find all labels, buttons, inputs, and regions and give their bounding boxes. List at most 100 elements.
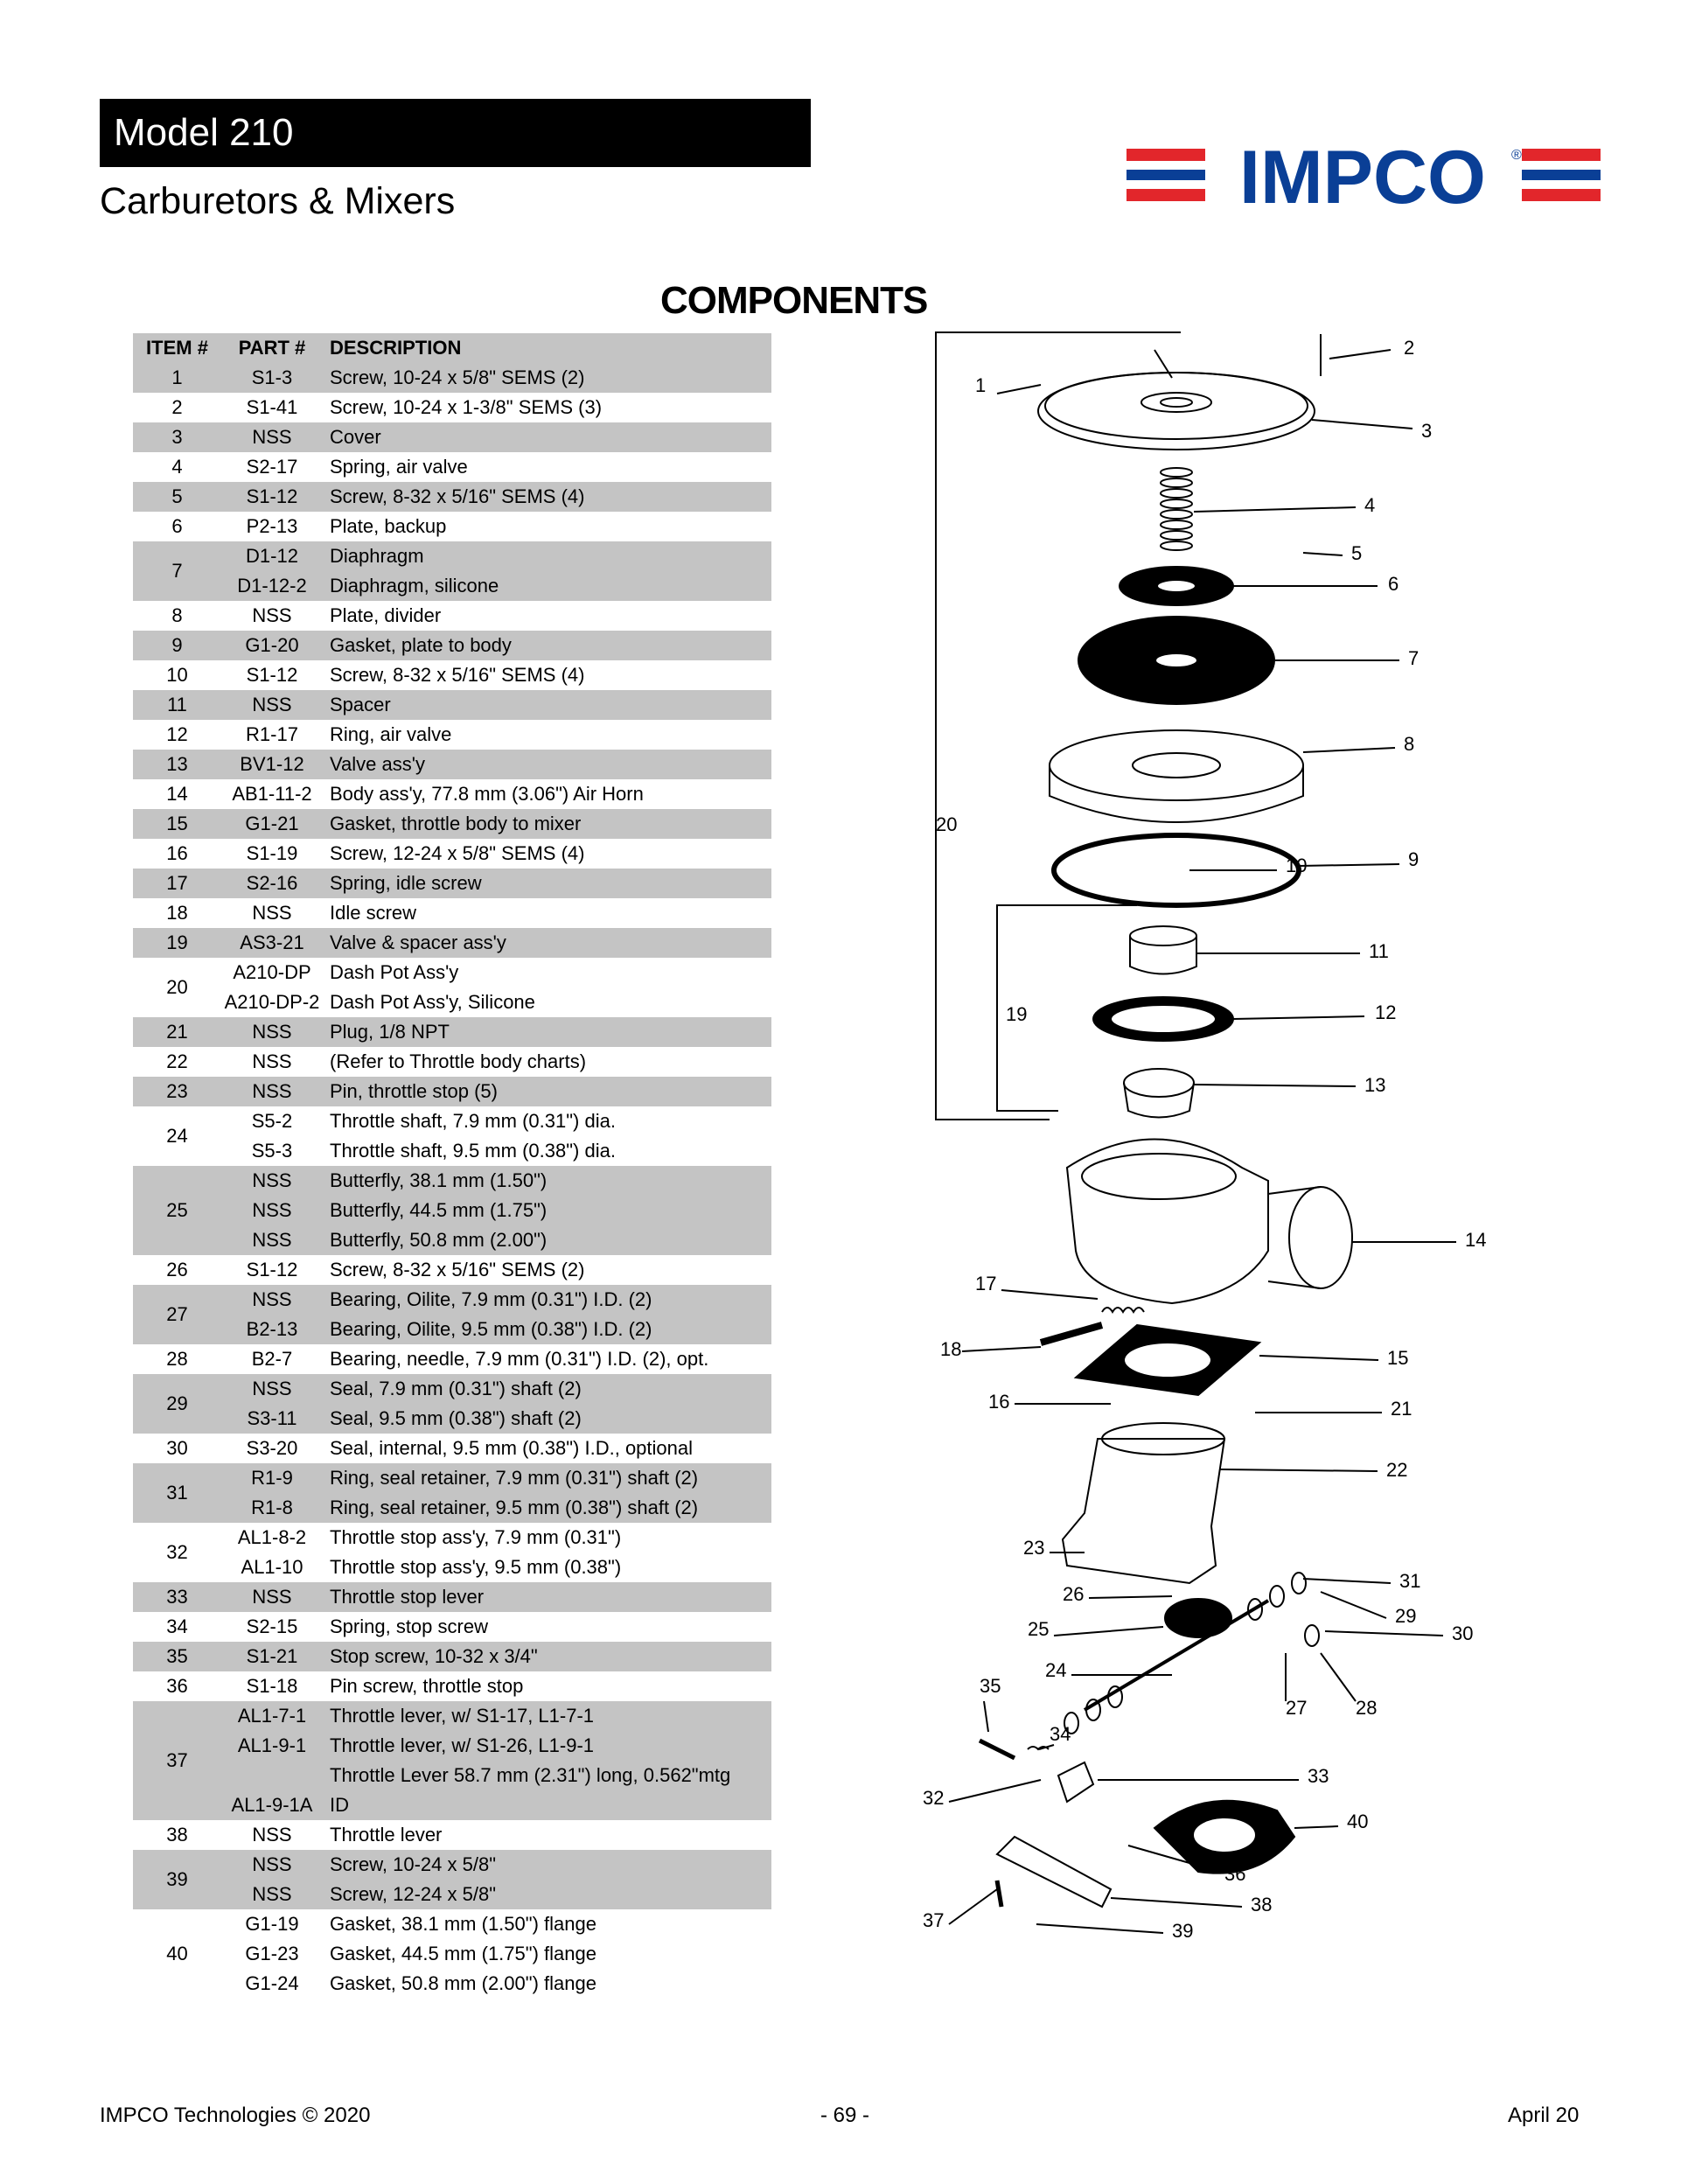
- item-number-cell: 13: [133, 750, 221, 779]
- item-number-cell: 32: [166, 1541, 188, 1563]
- callout-layer: 1234567891011121314151617181920212223242…: [923, 337, 1486, 1942]
- callout-7: 7: [1408, 647, 1419, 669]
- valve-assembly-part: [1123, 1068, 1195, 1119]
- leader-line-22: [1219, 1469, 1378, 1472]
- description-cell: Screw, 12-24 x 5/8": [323, 1880, 771, 1909]
- part-number-cell: S1-3: [221, 363, 323, 393]
- callout-10: 10: [1286, 855, 1307, 876]
- callout-5: 5: [1351, 542, 1362, 564]
- item-number-cell: 16: [166, 842, 188, 864]
- item-number-cell: 5: [133, 482, 221, 512]
- leader-line-5: [1302, 552, 1343, 556]
- callout-17: 17: [975, 1273, 996, 1294]
- impco-logo: IMPCO ®: [1127, 140, 1601, 210]
- throttle-gasket-part: [1073, 1323, 1262, 1397]
- divider-plate-wall: [1049, 765, 1304, 823]
- description-cell: Screw, 10-24 x 1-3/8" SEMS (3): [330, 396, 603, 418]
- idle-spring-part: [1101, 1307, 1145, 1314]
- part-number-cell: A210-DP: [233, 961, 311, 983]
- leader-line-9: [1298, 863, 1400, 867]
- item-number-cell: 30: [166, 1437, 188, 1459]
- throttle-body-part: [1061, 1422, 1226, 1585]
- part-number-cell: S1-12: [221, 482, 323, 512]
- part-number-cell: B2-7: [251, 1348, 293, 1370]
- description-cell: Gasket, plate to body: [323, 631, 771, 660]
- leader-line-38: [1110, 1897, 1243, 1908]
- description-cell: Throttle stop lever: [323, 1582, 771, 1612]
- part-number-cell: NSS: [221, 1017, 323, 1047]
- callout-20: 20: [936, 813, 957, 835]
- part-number-cell: S2-17: [246, 456, 298, 478]
- item-number-cell: 4: [171, 456, 183, 478]
- description-cell: Ring, seal retainer, 7.9 mm (0.31") shaf…: [323, 1463, 771, 1493]
- callout-6: 6: [1388, 573, 1399, 595]
- item-number-cell: 2: [171, 396, 183, 418]
- description-cell: Dash Pot Ass'y, Silicone: [330, 991, 535, 1013]
- part-number-cell: NSS: [252, 1824, 292, 1846]
- callout-37: 37: [923, 1909, 944, 1931]
- callout-23: 23: [1023, 1537, 1044, 1559]
- item-number-cell: 3: [133, 422, 221, 452]
- air-valve-spring-part: [1160, 467, 1193, 551]
- part-number-cell: NSS: [252, 902, 292, 924]
- callout-30: 30: [1452, 1622, 1473, 1644]
- header-description: DESCRIPTION: [323, 333, 771, 363]
- part-number-cell: S1-19: [246, 842, 298, 864]
- part-number-cell: NSS: [252, 1050, 292, 1072]
- part-number-cell: B2-13: [221, 1315, 323, 1344]
- item-number-cell: 31: [133, 1463, 221, 1523]
- callout-34: 34: [1050, 1723, 1071, 1745]
- description-cell: Gasket, throttle body to mixer: [323, 809, 771, 839]
- callout-38: 38: [1251, 1894, 1272, 1915]
- description-cell: Spacer: [323, 690, 771, 720]
- description-cell: (Refer to Throttle body charts): [330, 1050, 587, 1072]
- callout-40: 40: [1347, 1811, 1368, 1832]
- cover-rim: [1044, 372, 1308, 440]
- part-number-cell: BV1-12: [221, 750, 323, 779]
- callout-11: 11: [1369, 940, 1389, 962]
- item-number-cell: 28: [166, 1348, 188, 1370]
- description-cell: Spring, stop screw: [330, 1615, 488, 1637]
- callout-12: 12: [1375, 1001, 1396, 1023]
- part-number-cell: AL1-8-2: [237, 1526, 307, 1548]
- callout-24: 24: [1045, 1659, 1066, 1681]
- part-number-cell: NSS: [221, 1285, 323, 1315]
- description-cell: Screw, 8-32 x 5/16" SEMS (4): [323, 482, 771, 512]
- part-number-cell: NSS: [221, 1196, 323, 1225]
- description-cell: Gasket, 44.5 mm (1.75") flange: [330, 1943, 596, 1964]
- table-row: Throttle Lever 58.7 mm (2.31") long, 0.5…: [133, 1761, 771, 1790]
- part-number-cell: NSS: [221, 690, 323, 720]
- item-number-cell: 19: [133, 928, 221, 958]
- leader-line-39: [1036, 1923, 1164, 1934]
- part-number-cell: G1-23: [245, 1943, 299, 1964]
- part-number-cell: S1-12: [246, 1259, 298, 1280]
- description-cell: Seal, 7.9 mm (0.31") shaft (2): [323, 1374, 771, 1404]
- part-number-cell: S5-2: [251, 1110, 293, 1132]
- leader-line-35: [983, 1700, 989, 1733]
- part-number-cell: S1-12: [246, 664, 298, 686]
- part-number-cell: S5-3: [251, 1140, 293, 1162]
- leader-line-8: [1302, 747, 1396, 753]
- part-number-cell: AL1-9-1A: [221, 1790, 323, 1820]
- item-number-cell: 6: [171, 515, 183, 537]
- part-number-cell: AL1-10: [241, 1556, 303, 1578]
- header-part: PART #: [221, 333, 323, 363]
- callout-32: 32: [923, 1787, 944, 1809]
- description-cell: Dash Pot Ass'y: [330, 961, 459, 983]
- item-number-cell: 27: [133, 1285, 221, 1344]
- part-number-cell: NSS: [221, 1166, 323, 1196]
